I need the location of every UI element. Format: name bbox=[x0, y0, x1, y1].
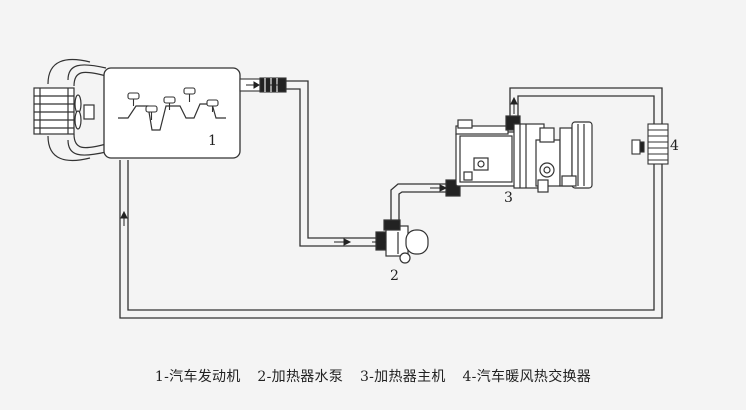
heater-main-unit bbox=[445, 115, 593, 197]
engine-block bbox=[103, 67, 241, 159]
legend-item-heater: 3-加热器主机 bbox=[359, 369, 446, 385]
flow-arrows bbox=[120, 81, 518, 246]
return-pipe bbox=[119, 87, 663, 319]
engine-radiator bbox=[33, 58, 107, 162]
water-pump bbox=[375, 219, 429, 264]
pipe-pump-to-heater bbox=[390, 183, 452, 226]
engine-number-label: 1 bbox=[208, 133, 217, 149]
exchanger-number-label: 4 bbox=[670, 138, 679, 154]
heat-exchanger bbox=[631, 123, 669, 165]
legend-item-engine: 1-汽车发动机 bbox=[154, 369, 241, 385]
flow-arrow-up-icon bbox=[120, 210, 128, 226]
flow-arrow-right-icon bbox=[430, 184, 448, 192]
flow-arrow-right-icon bbox=[270, 81, 284, 89]
flow-arrow-up-icon bbox=[510, 96, 518, 114]
legend-item-pump: 2-加热器水泵 bbox=[257, 369, 344, 385]
heater-number-label: 3 bbox=[504, 190, 513, 206]
flow-arrow-right-icon bbox=[372, 238, 386, 246]
legend-item-exchanger: 4-汽车暖风热交换器 bbox=[462, 369, 592, 385]
flow-arrow-right-icon bbox=[246, 81, 260, 89]
pump-number-label: 2 bbox=[390, 268, 399, 284]
flow-arrow-right-icon bbox=[334, 238, 352, 246]
diagram-legend: 1-汽车发动机 2-加热器水泵 3-加热器主机 4-汽车暖风热交换器 bbox=[0, 366, 746, 386]
supply-pipe-engine-to-pump bbox=[286, 80, 378, 247]
